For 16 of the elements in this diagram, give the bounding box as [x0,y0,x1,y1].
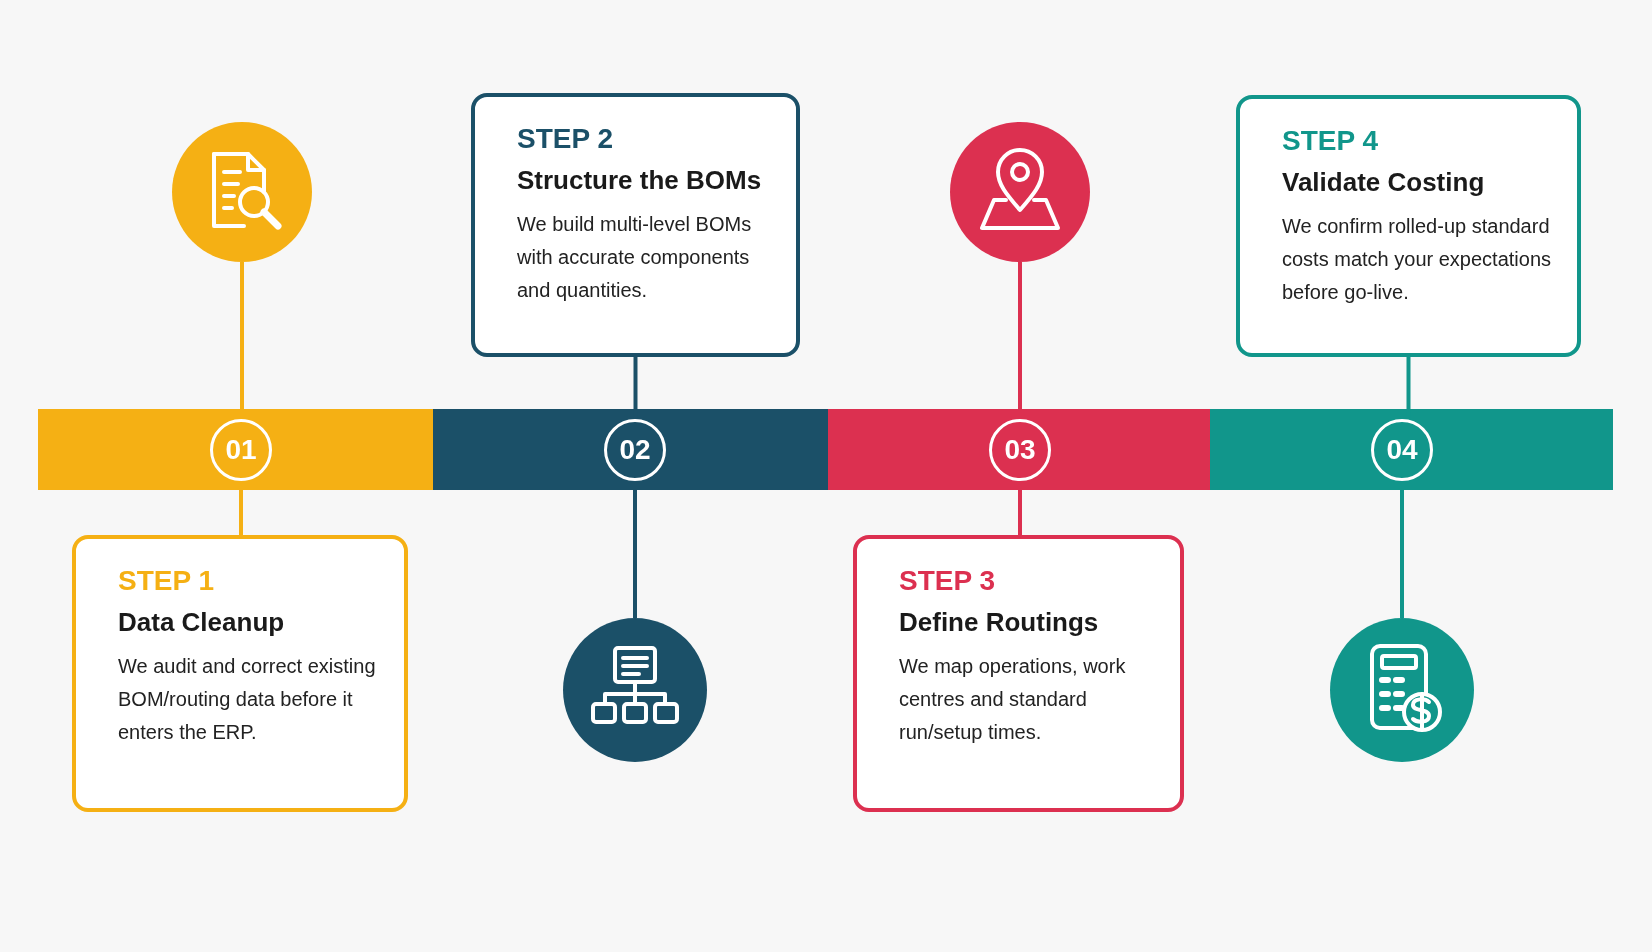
step-description: We map operations, work centres and standard run/setup times. [899,654,1127,745]
step-card [1236,95,1581,357]
step-title: Data Cleanup [118,607,286,638]
step-title: Structure the BOMs [517,165,763,196]
step-label: STEP 1 [118,565,215,597]
step-description: We confirm rolled-up standard costs match your expectations before go-live. [1282,214,1552,305]
step-title: Validate Costing [1282,167,1486,198]
step-label: STEP 4 [1282,125,1379,157]
step-title: Define Routings [899,607,1100,638]
step-label: STEP 3 [899,565,996,597]
step-card [72,535,408,812]
step-card [471,93,800,357]
step-card [853,535,1184,812]
step-description: We audit and correct existing BOM/routing data before it enters the ERP. [118,654,377,745]
step-label: STEP 2 [517,123,614,155]
step-description: We build multi-level BOMs with accurate components and quantities. [517,212,753,303]
